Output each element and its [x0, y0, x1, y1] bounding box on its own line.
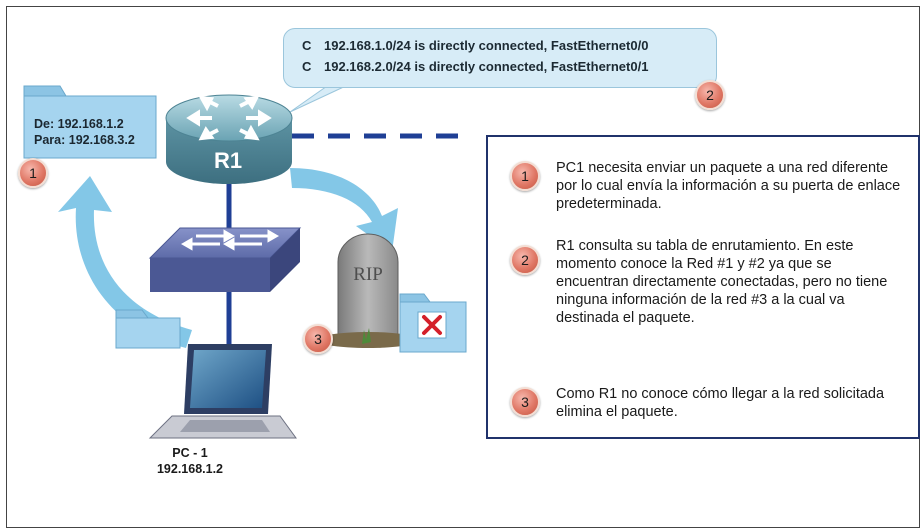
deleted-packet-folder-icon [399, 293, 467, 353]
packet-destination: Para: 192.168.3.2 [34, 133, 135, 147]
legend-text: R1 consulta su tabla de enrutamiento. En… [556, 238, 888, 326]
packet-folder-icon [23, 85, 157, 159]
route-text: 192.168.2.0/24 is directly connected, Fa… [324, 59, 649, 74]
route-text: 192.168.1.0/24 is directly connected, Fa… [324, 38, 649, 53]
legend-text: Como R1 no conoce cómo llegar a la red s… [556, 386, 885, 420]
legend-badge: 3 [510, 387, 540, 417]
legend-badge: 2 [510, 245, 540, 275]
routing-entry: C 192.168.2.0/24 is directly connected, F… [302, 59, 648, 74]
switch-icon [148, 227, 302, 292]
route-code: C [302, 38, 312, 53]
steps-legend: 1 PC1 necesita enviar un paquete a una r… [486, 135, 920, 439]
tombstone-text: RIP [353, 264, 383, 285]
route-code: C [302, 59, 312, 74]
arrow-router-to-tombstone [290, 168, 398, 252]
step-badge-1: 1 [18, 158, 48, 188]
pc-name: PC - 1 [172, 446, 208, 460]
legend-text: PC1 necesita enviar un paquete a una red… [556, 160, 901, 212]
delete-x-icon [422, 315, 442, 335]
arrow-pc-to-router [58, 176, 192, 348]
router-icon [165, 94, 293, 184]
packet-source: De: 192.168.1.2 [34, 117, 124, 131]
laptop-icon [148, 344, 297, 439]
router-label: R1 [213, 148, 243, 173]
legend-badge: 1 [510, 161, 540, 191]
routing-entry: C 192.168.1.0/24 is directly connected, F… [302, 38, 648, 53]
tombstone-icon: RIP [316, 233, 420, 348]
routing-table-callout: C 192.168.1.0/24 is directly connected, F… [283, 28, 717, 88]
step-badge-3: 3 [303, 324, 333, 354]
pc-ip: 192.168.1.2 [156, 462, 224, 476]
step-badge-2: 2 [695, 80, 725, 110]
callout-pointer [289, 83, 351, 113]
packet-small-folder-icon [115, 309, 181, 349]
network-diagram: RIP [23, 83, 468, 439]
